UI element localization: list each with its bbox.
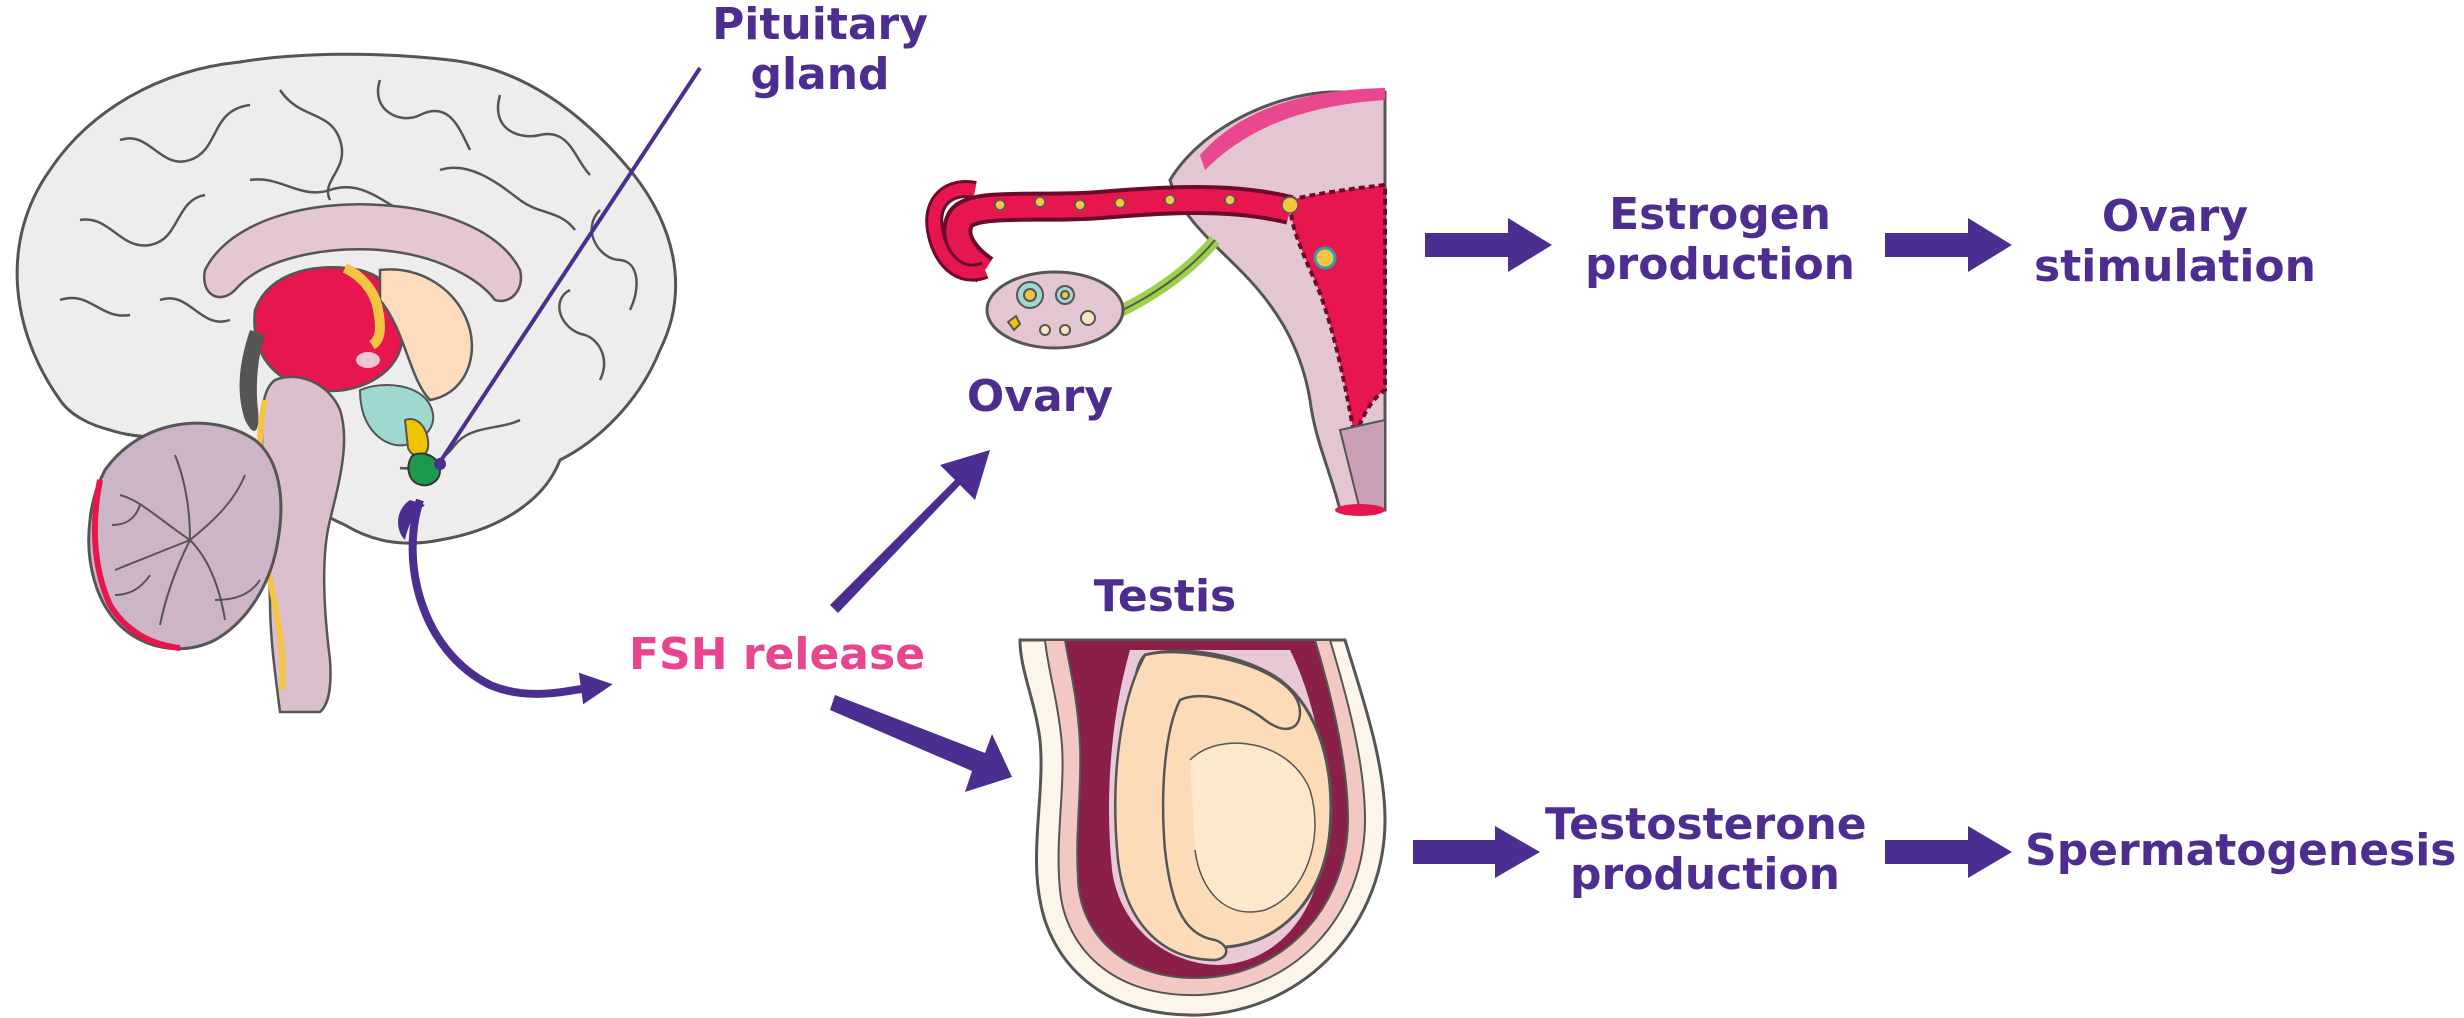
pituitary-gland [408,453,440,485]
arrow-ovary-to-estrogen [1425,218,1552,272]
ovary-organ [987,272,1123,348]
spermatogenesis-label: Spermatogenesis [2025,826,2445,876]
estrogen-production-label: Estrogen production [1570,190,1870,290]
testis-label: Testis [1075,572,1255,622]
brain-illustration [17,54,675,712]
testis-illustration [1020,640,1385,1015]
ovary-label: Ovary [950,372,1130,422]
arrow-fsh-to-testis [830,695,1012,792]
arrow-estrogen-to-stimulation [1885,218,2012,272]
fsh-release-label: FSH release [622,630,932,680]
ovary-stimulation-label: Ovary stimulation [2030,192,2320,292]
testosterone-production-label: Testosterone production [1545,800,1865,900]
arrow-testosterone-to-spermatogenesis [1885,826,2012,878]
female-reproductive-tract [934,88,1385,516]
arrow-testis-to-testosterone [1413,826,1540,878]
pituitary-gland-label: Pituitary gland [700,0,940,100]
arrow-fsh-to-ovary [830,450,990,613]
